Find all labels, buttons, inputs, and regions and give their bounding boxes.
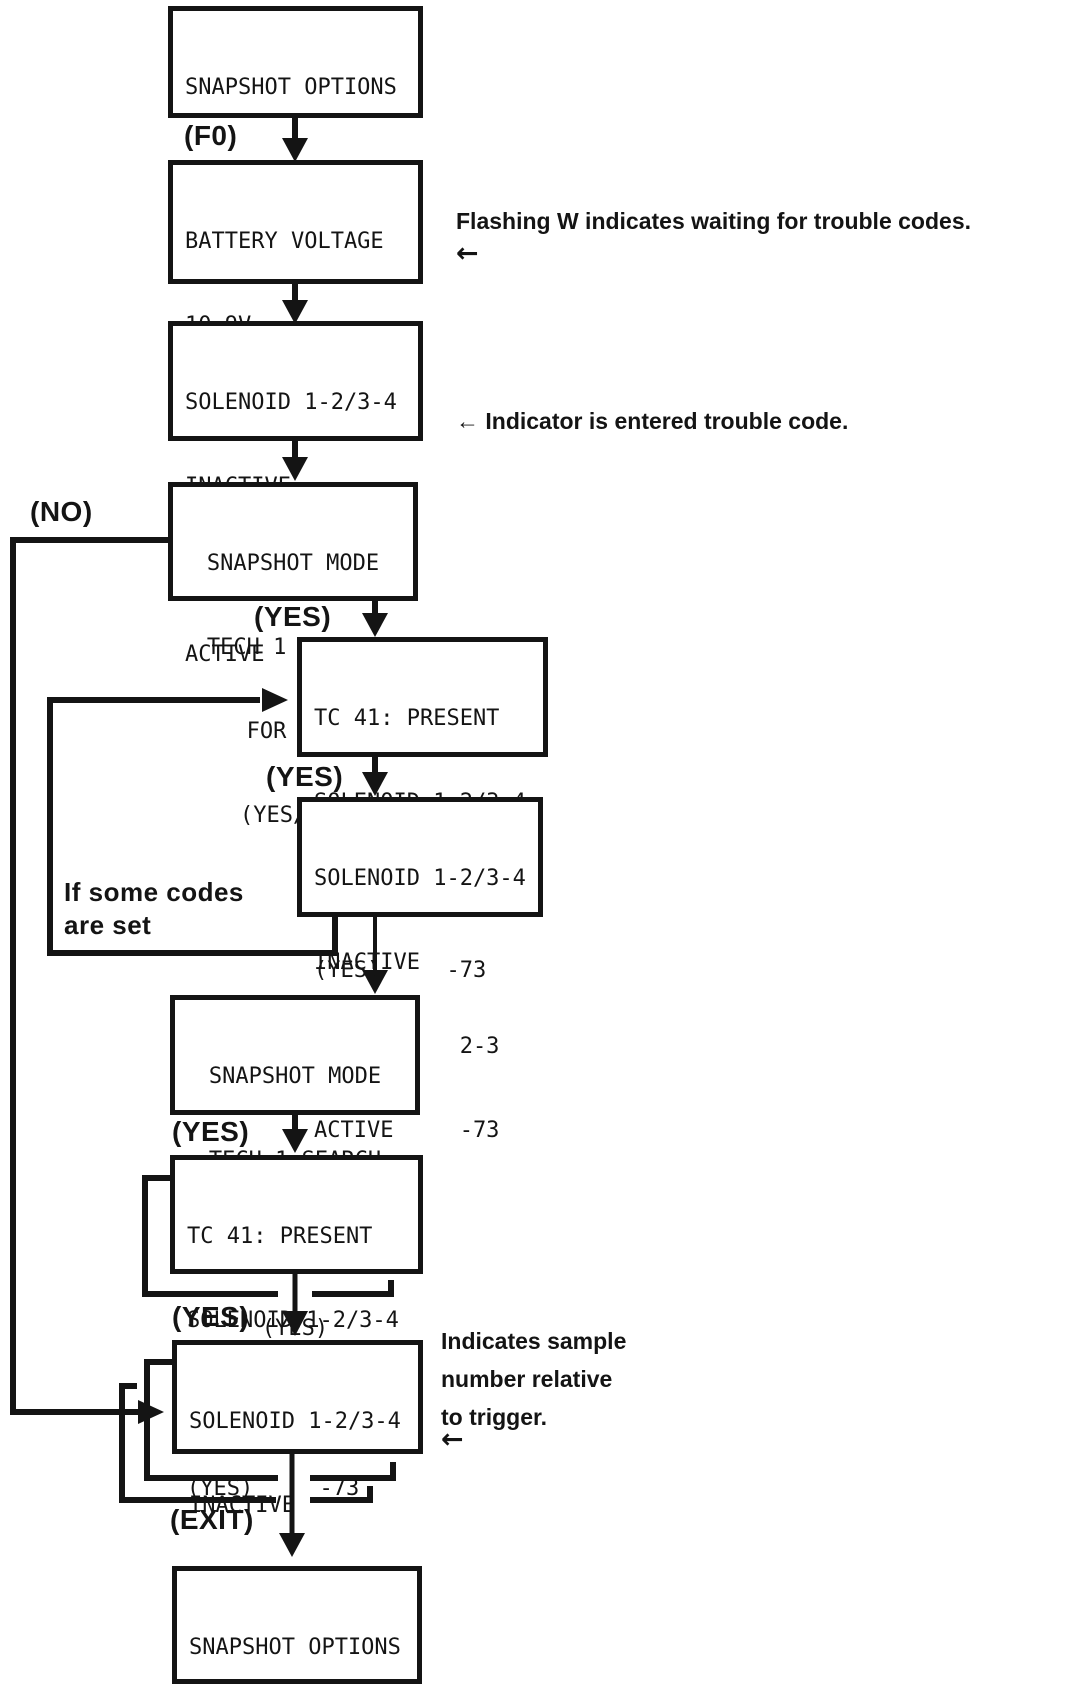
label-if-some-codes-line1: If some codes — [64, 877, 244, 907]
lcd-tc41-present-second: TC 41: PRESENT SOLENOID 1-2/3-4 SHORT TO… — [170, 1155, 423, 1501]
lcd-line: SNAPSHOT MODE — [208, 1064, 382, 1089]
lcd-line: SOLENOID 1-2/3-4 — [314, 866, 526, 891]
label-yes-key-1: (YES) — [254, 601, 332, 632]
lcd-snapshot-mode-search: SNAPSHOT MODE TECH 1 SEARCH FOR TC? (YES… — [168, 482, 418, 828]
label-f0-key: (F0) — [184, 120, 238, 151]
lcd-solenoid-sample-73-first: SOLENOID 1-2/3-4 INACTIVE SOLENOID 2-3 A… — [297, 797, 543, 1143]
lcd-line: SOLENOID 1-2/3-4 — [187, 1308, 399, 1333]
lcd-line: (YES) -73 — [314, 958, 487, 983]
note-indicator-trouble-code: ← Indicator is entered trouble code. — [456, 408, 849, 434]
lcd-line: TC 41: PRESENT — [187, 1224, 373, 1249]
lcd-line: TC 41: PRESENT — [314, 706, 500, 731]
lcd-search-complete: SNAPSHOT MODE TECH 1 SEARCH FOR TC COMPL… — [170, 995, 420, 1341]
label-exit-key: (EXIT) — [170, 1504, 254, 1535]
label-if-some-codes: If some codes are set — [64, 876, 244, 942]
lcd-line: (YES) — [261, 1316, 329, 1341]
lcd-line: SNAPSHOT OPTIONS — [185, 75, 397, 100]
note-sample-number: Indicates sample number relative to trig… — [441, 1322, 626, 1436]
label-no-key: (NO) — [30, 496, 93, 527]
label-if-some-codes-line2: are set — [64, 910, 152, 940]
left-arrow-icon: ← — [456, 238, 479, 269]
left-arrow-icon: ← — [441, 1424, 464, 1455]
note-sample-number-line1: Indicates sample — [441, 1328, 627, 1354]
note-sample-number-line3: to trigger. — [441, 1404, 548, 1430]
lcd-line: SOLENOID 1-2/3-4 — [185, 390, 397, 415]
lcd-line: BATTERY VOLTAGE — [185, 229, 384, 254]
lcd-snapshot-options-end: SNAPSHOT OPTIONS F0: ANY CODE F1: SINGLE… — [172, 1566, 422, 1684]
lcd-line: SNAPSHOT OPTIONS — [189, 1635, 401, 1660]
lcd-line: SNAPSHOT MODE — [206, 551, 380, 576]
note-flashing-w: Flashing W indicates waiting for trouble… — [456, 208, 971, 234]
note-sample-number-line2: number relative — [441, 1366, 613, 1392]
label-yes-key-3: (YES) — [172, 1116, 250, 1147]
lcd-line: (YES) -73 — [187, 1476, 360, 1501]
lcd-solenoid-sample-73-second: SOLENOID 1-2/3-4 INACTIVE SOLENOID 2-3 A… — [172, 1340, 423, 1686]
lcd-tc41-present-first: TC 41: PRESENT SOLENOID 1-2/3-4 SHORT TO… — [297, 637, 548, 983]
lcd-line: INACTIVE — [189, 1493, 295, 1518]
lcd-line: SOLENOID 1-2/3-4 — [189, 1409, 401, 1434]
lcd-line: INACTIVE — [314, 950, 420, 975]
label-yes-key-4: (YES) — [172, 1301, 250, 1332]
lcd-battery-voltage: BATTERY VOLTAGE 10.9V BAROMETER SENSOR 0… — [168, 160, 423, 506]
lcd-snapshot-options-start: SNAPSHOT OPTIONS F0: ANY CODE F1: SINGLE… — [168, 6, 423, 352]
lcd-line: ACTIVE -73 — [314, 1118, 500, 1143]
lcd-solenoid-status-41: SOLENOID 1-2/3-4 INACTIVE SOLENOID 2-3 A… — [168, 321, 423, 667]
label-yes-key-2: (YES) — [266, 761, 344, 792]
